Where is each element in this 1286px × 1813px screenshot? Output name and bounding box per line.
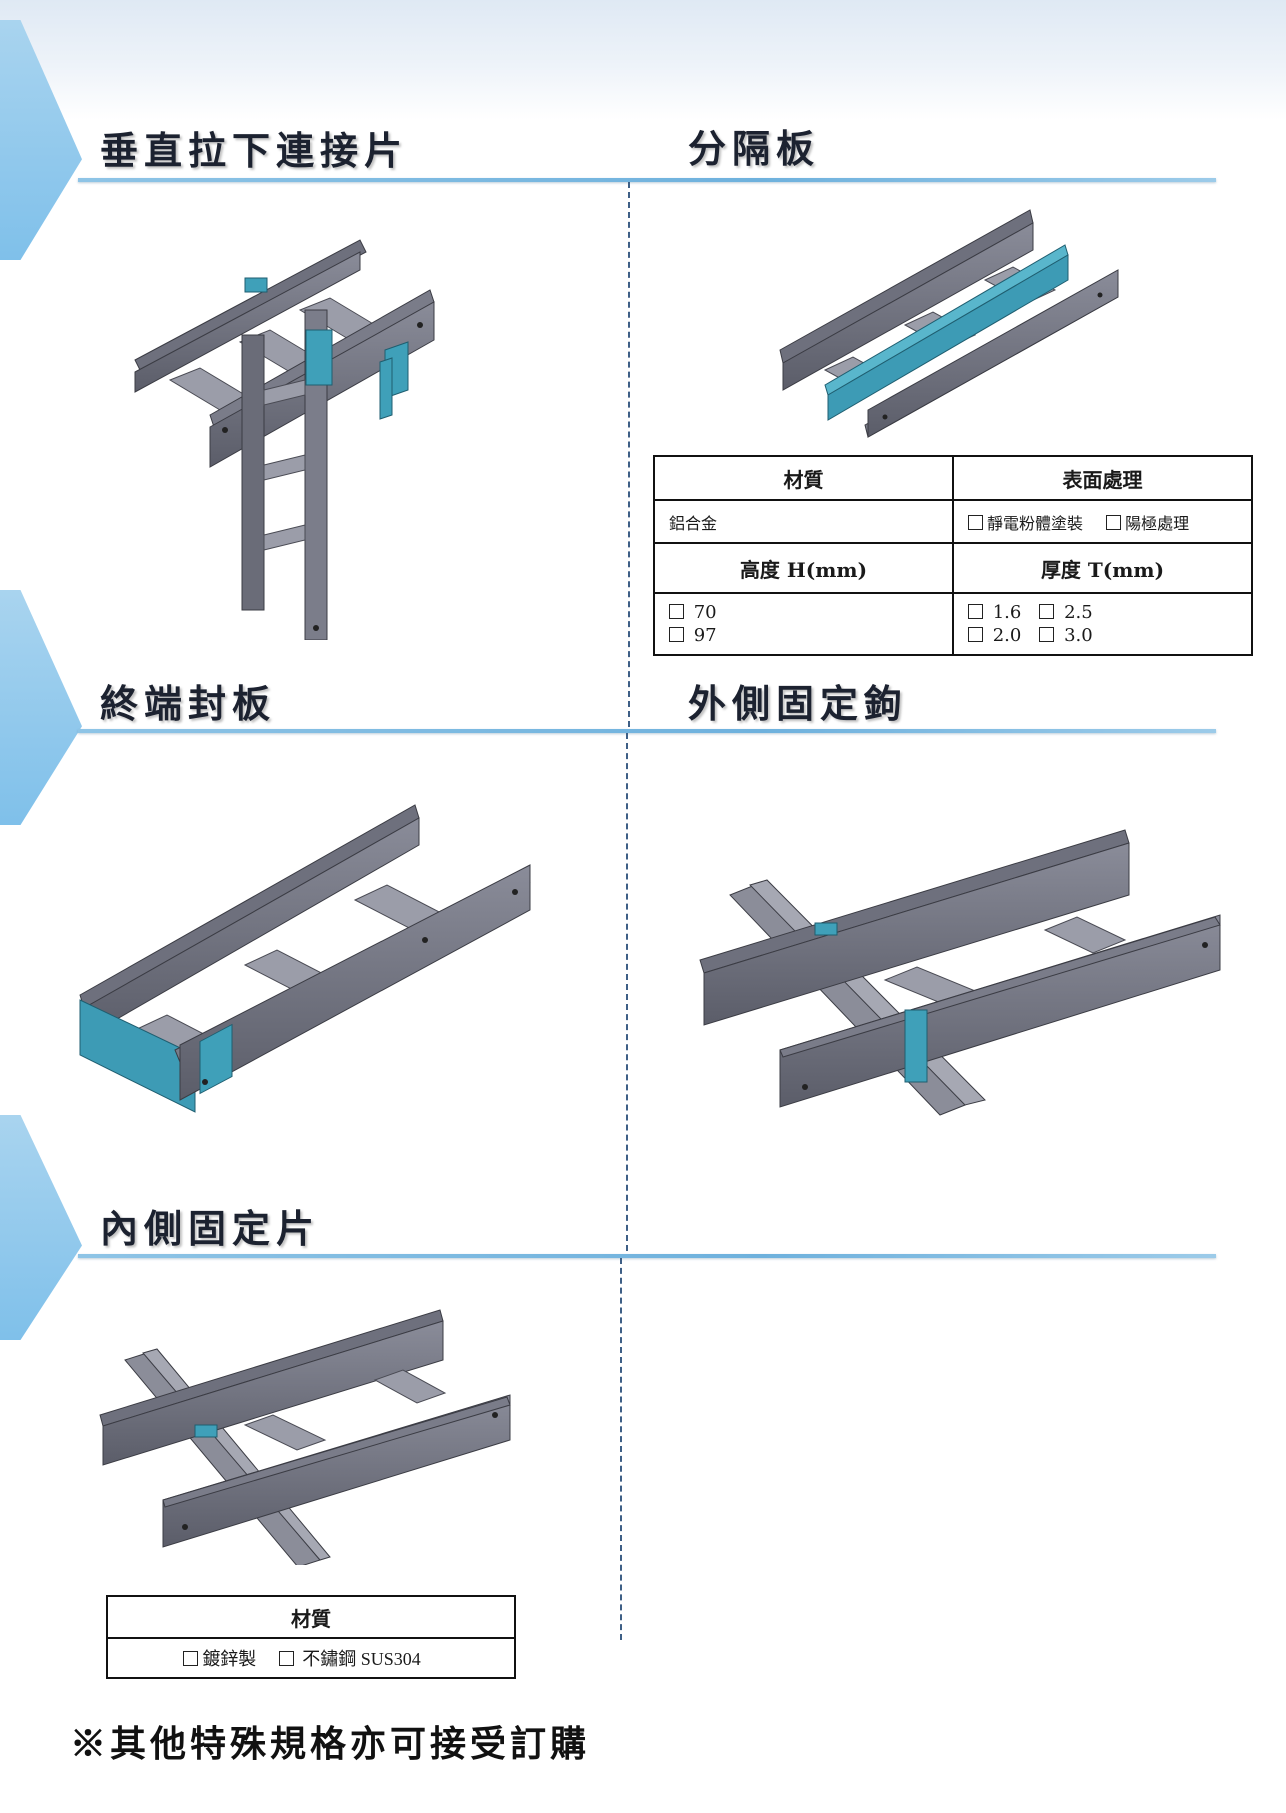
heading-end-cap-plate: 終端封板	[100, 681, 277, 726]
surface-treatment-header: 表面處理	[952, 455, 1253, 501]
column-divider	[620, 1258, 622, 1640]
divider-plate-illustration	[775, 205, 1130, 445]
heading-divider-plate: 分隔板	[688, 126, 821, 171]
header-gradient	[0, 0, 1286, 120]
end-cap-plate-illustration	[75, 800, 535, 1120]
surface-options: 靜電粉體塗裝 陽極處理	[952, 499, 1253, 544]
heading-outer-fixing-hook: 外側固定鉤	[688, 681, 909, 726]
vertical-drop-connector-illustration	[130, 230, 450, 640]
inner-spec-table: 材質 鍍鋅製 不鏽鋼 SUS304	[106, 1595, 516, 1679]
height-option: 97	[693, 625, 717, 646]
thickness-option: 2.5	[1064, 602, 1093, 623]
checkbox[interactable]	[278, 1651, 294, 1666]
material-option-stainless: 不鏽鋼 SUS304	[302, 1649, 421, 1669]
heading-vertical-drop-connector: 垂直拉下連接片	[100, 128, 409, 173]
height-options: 70 97	[653, 592, 954, 656]
checkbox[interactable]	[968, 604, 983, 619]
thickness-option: 2.0	[992, 625, 1022, 646]
thickness-option: 1.6	[992, 602, 1022, 623]
checkbox[interactable]	[1039, 627, 1055, 642]
divider-spec-table: 材質 表面處理 鋁合金 靜電粉體塗裝 陽極處理 高度 H(mm) 厚度 T(mm…	[653, 455, 1253, 656]
thickness-option: 3.0	[1064, 625, 1093, 646]
material-header: 材質	[653, 455, 954, 501]
surface-option-powder: 靜電粉體塗裝	[987, 513, 1084, 533]
footer-note: ※其他特殊規格亦可接受訂購	[70, 1723, 591, 1765]
material-value: 鋁合金	[653, 499, 954, 544]
checkbox[interactable]	[968, 514, 983, 530]
section-rule	[78, 178, 1216, 182]
side-tab-3	[0, 1115, 82, 1340]
checkbox[interactable]	[1106, 514, 1122, 530]
height-option: 70	[693, 602, 717, 623]
material-option-galvanized: 鍍鋅製	[202, 1649, 257, 1669]
column-divider	[628, 182, 630, 727]
checkbox[interactable]	[1039, 604, 1055, 619]
checkbox[interactable]	[183, 1651, 199, 1666]
thickness-header: 厚度 T(mm)	[952, 542, 1253, 594]
height-header: 高度 H(mm)	[653, 542, 954, 594]
side-tab-2	[0, 590, 82, 825]
heading-inner-fixing-plate: 內側固定片	[100, 1206, 321, 1251]
material-header: 材質	[106, 1595, 516, 1639]
section-rule	[78, 1254, 1216, 1258]
material-options: 鍍鋅製 不鏽鋼 SUS304	[106, 1637, 516, 1679]
surface-option-anodize: 陽極處理	[1125, 513, 1190, 533]
checkbox[interactable]	[968, 627, 983, 642]
column-divider	[626, 733, 628, 1251]
outer-fixing-hook-illustration	[695, 825, 1225, 1145]
section-rule	[78, 729, 1216, 733]
checkbox[interactable]	[669, 627, 684, 642]
checkbox[interactable]	[669, 604, 684, 619]
thickness-options: 1.6 2.5 2.0 3.0	[952, 592, 1253, 656]
inner-fixing-plate-illustration	[95, 1305, 515, 1565]
